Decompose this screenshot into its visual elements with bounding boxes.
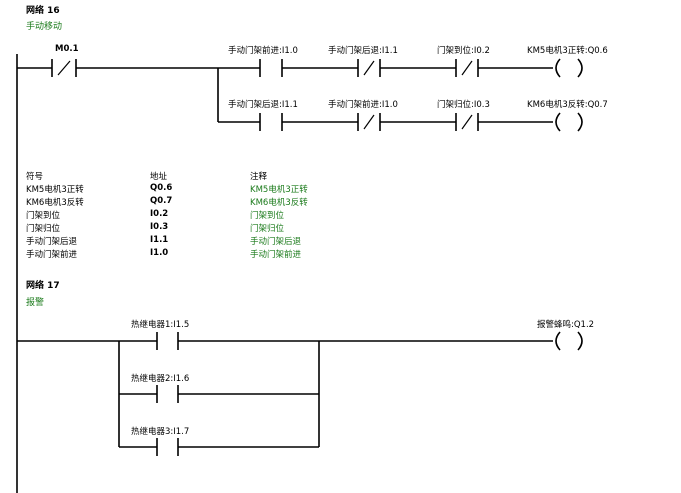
table-address: I0.2 [150,209,169,219]
coil-label: KM6电机3反转:Q0.7 [527,100,608,110]
network-17-comment: 报警 [26,298,45,308]
table-symbol: 门架到位 [26,211,61,221]
table-symbol: 手动门架后退 [26,237,78,247]
comment-header: 注释 [250,172,268,182]
network-17-title: 网络 17 [26,281,60,291]
coil-label: KM5电机3正转:Q0.6 [527,46,608,56]
table-symbol: KM5电机3正转 [26,185,84,195]
contact-label: 热继电器2:I1.6 [131,374,190,384]
table-comment: 门架归位 [250,224,285,234]
table-comment: KM5电机3正转 [250,185,308,195]
table-comment: KM6电机3反转 [250,198,308,208]
contact-label: 门架到位:I0.2 [437,46,490,56]
contact-i1-6 [156,385,179,403]
contact-label: 手动门架前进:I1.0 [328,100,398,110]
contact-label: 热继电器1:I1.5 [131,320,190,330]
coil-q0-6 [555,58,583,78]
contact-i1-7 [156,438,179,456]
contact-label: 热继电器3:I1.7 [131,427,190,437]
contact-i1-5 [156,332,179,350]
contact-m0-1 [51,59,77,77]
coil-q1-2 [555,331,583,351]
table-address: I1.1 [150,235,169,245]
network-16-title: 网络 16 [26,6,60,16]
contact-label: 手动门架后退:I1.1 [328,46,398,56]
coil-label: 报警蜂鸣:Q1.2 [537,320,595,330]
table-address: Q0.7 [150,196,173,206]
network-16-comment: 手动移动 [26,22,63,32]
table-comment: 手动门架后退 [250,237,302,247]
table-symbol: 门架归位 [26,224,61,234]
table-symbol: KM6电机3反转 [26,198,84,208]
contact-i1-0 [259,59,283,77]
symbol-header: 符号 [26,172,44,182]
table-address: Q0.6 [150,183,173,193]
table-comment: 门架到位 [250,211,285,221]
coil-q0-7 [555,112,583,132]
contact-label: 手动门架后退:I1.1 [228,100,298,110]
contact-i1-1-b [259,113,283,131]
address-header: 地址 [150,172,168,182]
table-address: I1.0 [150,248,169,258]
table-address: I0.3 [150,222,169,232]
contact-label: 手动门架前进:I1.0 [228,46,298,56]
contact-label: 门架归位:I0.3 [437,100,490,110]
contact-i0-3 [455,113,479,131]
table-symbol: 手动门架前进 [26,250,78,260]
contact-label: M0.1 [55,44,79,54]
contact-i0-2 [455,59,479,77]
contact-i1-0-b [357,113,381,131]
table-comment: 手动门架前进 [250,250,302,260]
contact-i1-1 [357,59,381,77]
